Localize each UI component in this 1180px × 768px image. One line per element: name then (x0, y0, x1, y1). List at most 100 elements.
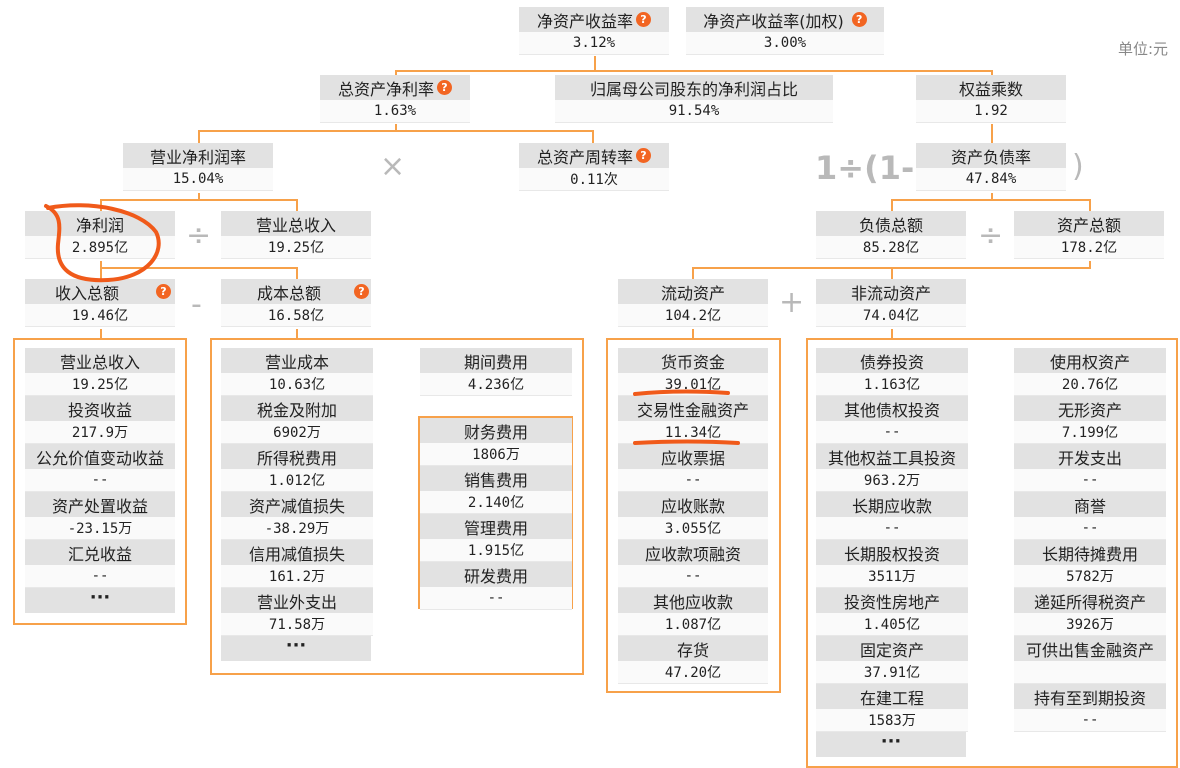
help-icon[interactable]: ? (437, 80, 452, 95)
node-total-assets[interactable]: 资产总额 178.2亿 (1014, 211, 1164, 259)
node-label: 营业总收入 (221, 211, 371, 236)
debt-formula-prefix: 1÷(1- (815, 149, 915, 187)
item-label: 开发支出 (1014, 444, 1166, 469)
node-value: 47.84% (916, 168, 1066, 191)
item-value: -- (1014, 517, 1166, 540)
node-roe[interactable]: 净资产收益率? 3.12% (519, 7, 669, 55)
cost-item[interactable]: 资产减值损失-38.29万 (221, 492, 373, 540)
node-value: 15.04% (123, 168, 273, 191)
node-total-cost[interactable]: 成本总额 ? 16.58亿 (221, 279, 371, 327)
item-label: 汇兑收益 (25, 540, 175, 565)
item-value: 1.405亿 (816, 613, 968, 636)
more-cost-items[interactable]: ··· (221, 636, 371, 661)
item-label: 公允价值变动收益 (25, 444, 175, 469)
noncurrent-asset-item[interactable]: 开发支出-- (1014, 444, 1166, 492)
node-value: 3.12% (519, 32, 669, 55)
item-value: -- (1014, 709, 1166, 732)
node-label: 流动资产 (618, 279, 768, 304)
node-roa[interactable]: 总资产净利率? 1.63% (320, 75, 470, 123)
period-expense-item[interactable]: 研发费用-- (420, 562, 572, 610)
help-icon[interactable]: ? (636, 148, 651, 163)
node-current-assets[interactable]: 流动资产 104.2亿 (618, 279, 768, 327)
item-value: 37.91亿 (816, 661, 968, 684)
node-parent-ratio[interactable]: 归属母公司股东的净利润占比 91.54% (555, 75, 833, 123)
help-icon[interactable]: ? (354, 284, 369, 299)
node-value: 1.92 (916, 100, 1066, 123)
noncurrent-asset-item[interactable]: 持有至到期投资-- (1014, 684, 1166, 732)
node-value: 0.11次 (519, 168, 669, 191)
node-net-profit[interactable]: 净利润 2.895亿 (25, 211, 175, 259)
item-value: -- (420, 587, 572, 610)
node-label: 期间费用 (420, 348, 572, 373)
node-asset-turnover[interactable]: 总资产周转率? 0.11次 (519, 143, 669, 191)
node-net-margin[interactable]: 营业净利润率 15.04% (123, 143, 273, 191)
current-asset-item[interactable]: 应收票据-- (618, 444, 768, 492)
current-asset-item[interactable]: 应收款项融资-- (618, 540, 768, 588)
node-equity-multiplier[interactable]: 权益乘数 1.92 (916, 75, 1066, 123)
income-item[interactable]: 公允价值变动收益-- (25, 444, 175, 492)
node-period-expense[interactable]: 期间费用 4.236亿 (420, 348, 572, 396)
item-label: 资产减值损失 (221, 492, 373, 517)
item-value: -- (816, 421, 968, 444)
noncurrent-asset-item[interactable]: 商誉-- (1014, 492, 1166, 540)
more-noncurrent-items[interactable]: ··· (816, 732, 966, 757)
node-label: 权益乘数 (916, 75, 1066, 100)
noncurrent-asset-item[interactable]: 可供出售金融资产 (1014, 636, 1166, 684)
help-icon[interactable]: ? (156, 284, 171, 299)
item-label: 其他应收款 (618, 588, 768, 613)
help-icon[interactable]: ? (851, 12, 867, 27)
item-label: 使用权资产 (1014, 348, 1166, 373)
node-roe-weighted[interactable]: 净资产收益率(加权)? 3.00% (686, 7, 884, 55)
income-item[interactable]: 资产处置收益-23.15万 (25, 492, 175, 540)
node-revenue[interactable]: 营业总收入 19.25亿 (221, 211, 371, 259)
node-label: 总资产周转率 (536, 147, 633, 167)
more-income-items[interactable]: ··· (25, 588, 175, 613)
item-label: 可供出售金融资产 (1014, 636, 1166, 661)
connector (991, 124, 993, 143)
node-value: 4.236亿 (420, 373, 572, 396)
node-noncurrent-assets[interactable]: 非流动资产 74.04亿 (816, 279, 966, 327)
node-total-liabilities[interactable]: 负债总额 85.28亿 (816, 211, 966, 259)
node-debt-ratio[interactable]: 资产负债率 47.84% (916, 143, 1066, 191)
connector (100, 267, 298, 269)
item-label: 资产处置收益 (25, 492, 175, 517)
node-total-income[interactable]: 收入总额 ? 19.46亿 (25, 279, 175, 327)
item-label: 营业成本 (221, 348, 373, 373)
help-icon[interactable]: ? (636, 12, 651, 27)
item-label: 无形资产 (1014, 396, 1166, 421)
cost-items-group (210, 338, 584, 675)
item-label: 其他权益工具投资 (816, 444, 968, 469)
noncurrent-asset-item[interactable]: 其他债权投资-- (816, 396, 968, 444)
item-value: 5782万 (1014, 565, 1166, 588)
connector (692, 329, 694, 339)
noncurrent-asset-item[interactable]: 长期应收款-- (816, 492, 968, 540)
item-value: 47.20亿 (618, 661, 768, 684)
connector (1089, 199, 1091, 211)
income-item[interactable]: 汇兑收益-- (25, 540, 175, 588)
